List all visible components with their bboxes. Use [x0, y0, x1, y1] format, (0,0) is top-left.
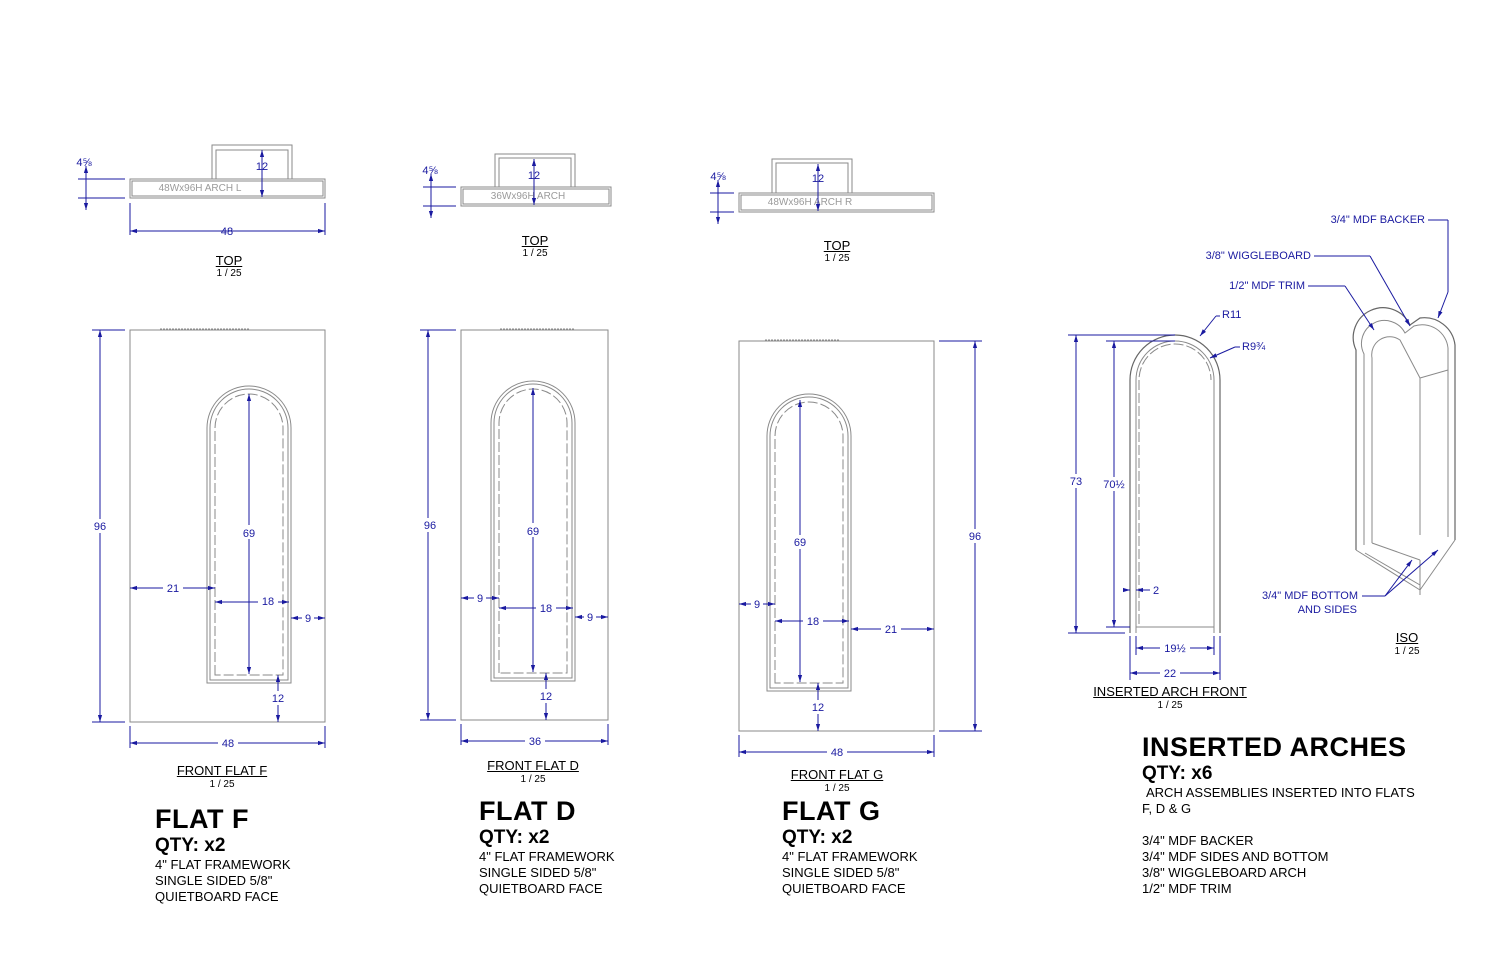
inserted-arches-desc-1: ARCH ASSEMBLIES INSERTED INTO FLATS	[1146, 785, 1415, 800]
front-height-g: 96	[969, 531, 981, 543]
top-offset-d: 12	[528, 170, 540, 182]
bottom-offset-d: 12	[540, 691, 552, 703]
material-item-1: 3/4" MDF BACKER	[1142, 833, 1254, 848]
front-width-g: 48	[831, 747, 843, 759]
flat-g-title: FLAT G	[782, 796, 881, 826]
flat-f-qty: QTY: x2	[155, 835, 226, 856]
view-scale-front-g: 1 / 25	[824, 783, 850, 794]
view-scale-top-d: 1 / 25	[522, 248, 548, 259]
inserted-arch-front-view: 73 70½ R11 R9¾ 2 19½ 22	[1066, 309, 1266, 680]
callout-backer: 3/4" MDF BACKER	[1331, 214, 1425, 226]
arch-inner-height: 70½	[1103, 479, 1124, 491]
flat-g-note-1: 4" FLAT FRAMEWORK	[782, 849, 918, 864]
inserted-arches-block: INSERTED ARCHES QTY: x6 ARCH ASSEMBLIES …	[1142, 732, 1415, 897]
view-scale-arch-front: 1 / 25	[1157, 700, 1183, 711]
top-arch-label-f: 48Wx96H ARCH L	[159, 183, 242, 194]
front-view-flat-d: 96 69 9 18 9 12 36	[418, 328, 609, 748]
front-height-f: 96	[94, 521, 106, 533]
opening-height-d: 69	[527, 526, 539, 538]
view-title-top-g: TOP	[823, 238, 851, 253]
top-offset-f: 12	[256, 161, 268, 173]
flat-f-note-3: QUIETBOARD FACE	[155, 889, 279, 904]
flat-d-block: FLAT D QTY: x2 4" FLAT FRAMEWORK SINGLE …	[479, 796, 615, 897]
iso-view: 3/4" MDF BACKER 3/8" WIGGLEBOARD 1/2" MD…	[1206, 214, 1456, 616]
view-scale-top-g: 1 / 25	[824, 253, 850, 264]
front-width-d: 36	[529, 736, 541, 748]
top-view-flat-d: 36Wx96H ARCH 12 4⅝	[422, 153, 612, 218]
flat-d-qty: QTY: x2	[479, 827, 550, 848]
flat-d-note-3: QUIETBOARD FACE	[479, 881, 603, 896]
view-title-front-f: FRONT FLAT F	[176, 763, 268, 778]
left-offset-d: 9	[477, 593, 483, 605]
flat-g-note-2: SINGLE SIDED 5/8"	[782, 865, 900, 880]
view-title-top-f: TOP	[215, 253, 243, 268]
opening-width-d: 18	[540, 603, 552, 615]
view-title-front-d: FRONT FLAT D	[487, 758, 579, 773]
top-view-flat-g: 48Wx96H ARCH R 12 4⅝	[710, 158, 935, 224]
opening-width-g: 18	[807, 616, 819, 628]
inserted-arches-title: INSERTED ARCHES	[1142, 732, 1407, 762]
view-title-arch-front: INSERTED ARCH FRONT	[1093, 684, 1247, 699]
top-arch-label-d: 36Wx96H ARCH	[491, 191, 565, 202]
arch-trim-dim: 2	[1153, 585, 1159, 597]
arch-outer-radius: R11	[1222, 309, 1241, 321]
view-scale-iso: 1 / 25	[1394, 646, 1420, 657]
inserted-arches-desc-2: F, D & G	[1142, 801, 1192, 816]
material-item-2: 3/4" MDF SIDES AND BOTTOM	[1142, 849, 1329, 864]
front-height-d: 96	[424, 520, 436, 532]
inserted-arches-qty: QTY: x6	[1142, 763, 1213, 784]
flat-d-note-1: 4" FLAT FRAMEWORK	[479, 849, 615, 864]
flat-f-note-1: 4" FLAT FRAMEWORK	[155, 857, 291, 872]
top-depth-g: 4⅝	[710, 171, 726, 183]
left-offset-g: 9	[754, 599, 760, 611]
callout-trim: 1/2" MDF TRIM	[1229, 280, 1305, 292]
front-view-flat-f: 96 69 21 18 9 12 48	[90, 328, 326, 750]
front-width-f: 48	[222, 738, 234, 750]
flat-f-title: FLAT F	[155, 804, 249, 834]
top-width-f: 48	[221, 226, 233, 238]
top-view-flat-f: 48Wx96H ARCH L 12 4⅝ 48	[76, 144, 326, 238]
callout-bottom-sides-1: 3/4" MDF BOTTOM	[1262, 590, 1358, 602]
flat-d-note-2: SINGLE SIDED 5/8"	[479, 865, 597, 880]
callout-wiggleboard: 3/8" WIGGLEBOARD	[1206, 250, 1311, 262]
opening-height-g: 69	[794, 537, 806, 549]
flat-g-note-3: QUIETBOARD FACE	[782, 881, 906, 896]
flat-f-note-2: SINGLE SIDED 5/8"	[155, 873, 273, 888]
right-offset-f: 9	[305, 613, 311, 625]
front-view-flat-g: 96 69 9 18 21 12 48	[738, 339, 985, 759]
arch-inner-radius: R9¾	[1242, 341, 1266, 353]
top-offset-g: 12	[812, 173, 824, 185]
flat-d-title: FLAT D	[479, 796, 576, 826]
view-title-front-g: FRONT FLAT G	[790, 767, 884, 782]
callout-bottom-sides-2: AND SIDES	[1298, 604, 1357, 616]
top-arch-label-g: 48Wx96H ARCH R	[768, 197, 852, 208]
right-offset-g: 21	[885, 624, 897, 636]
top-depth-d: 4⅝	[422, 165, 438, 177]
view-scale-front-d: 1 / 25	[520, 774, 546, 785]
bottom-offset-f: 12	[272, 693, 284, 705]
arch-inner-width: 19½	[1164, 643, 1185, 655]
view-scale-front-f: 1 / 25	[209, 779, 235, 790]
top-depth-f: 4⅝	[76, 157, 92, 169]
view-title-top-d: TOP	[521, 233, 549, 248]
opening-width-f: 18	[262, 596, 274, 608]
flat-g-qty: QTY: x2	[782, 827, 853, 848]
arch-outer-height: 73	[1070, 476, 1082, 488]
right-offset-d: 9	[587, 612, 593, 624]
view-title-iso: ISO	[1395, 630, 1419, 645]
left-offset-f: 21	[167, 583, 179, 595]
material-item-3: 3/8" WIGGLEBOARD ARCH	[1142, 865, 1307, 880]
opening-height-f: 69	[243, 528, 255, 540]
arch-outer-width: 22	[1164, 668, 1176, 680]
material-item-4: 1/2" MDF TRIM	[1142, 881, 1232, 896]
view-scale-top-f: 1 / 25	[216, 268, 242, 279]
bottom-offset-g: 12	[812, 702, 824, 714]
flat-g-block: FLAT G QTY: x2 4" FLAT FRAMEWORK SINGLE …	[782, 796, 918, 897]
flat-f-block: FLAT F QTY: x2 4" FLAT FRAMEWORK SINGLE …	[155, 804, 291, 905]
